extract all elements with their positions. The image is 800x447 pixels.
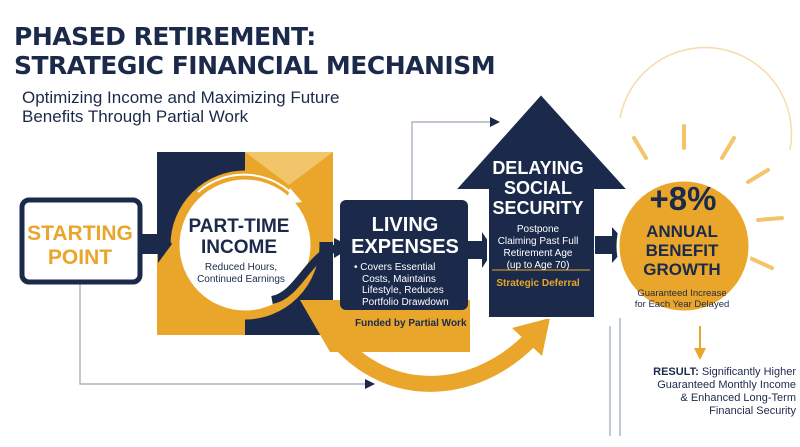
page-title: PHASED RETIREMENT: STRATEGIC FINANCIAL M… xyxy=(14,22,496,80)
living-expenses-title: LIVING EXPENSES xyxy=(345,214,465,258)
result-line-3: & Enhanced Long-Term xyxy=(680,392,796,404)
title-line-1: PHASED RETIREMENT: xyxy=(14,22,316,51)
part-time-title: PART-TIME INCOME xyxy=(180,216,298,258)
part-time-title-line-1: PART-TIME xyxy=(188,216,290,237)
growth-title-line-1: ANNUAL xyxy=(646,222,718,241)
starting-point-label: STARTING POINT xyxy=(20,222,140,270)
living-expenses-box xyxy=(340,200,468,310)
start-line-1: STARTING xyxy=(27,222,133,245)
growth-circle xyxy=(616,178,752,314)
ss-desc-line-4: (up to Age 70) xyxy=(506,260,570,271)
ss-desc-line-2: Claiming Past Full xyxy=(497,236,579,247)
subtitle-line-2: Benefits Through Partial Work xyxy=(22,107,249,126)
living-expenses-description: • Covers Essential Costs, Maintains Life… xyxy=(354,262,466,308)
start-line-2: POINT xyxy=(47,246,113,269)
growth-percent: +8% xyxy=(649,180,717,217)
result-line-4: Financial Security xyxy=(709,405,796,417)
ss-title-line-2: SOCIAL xyxy=(503,178,572,198)
ss-title-line-3: SECURITY xyxy=(492,198,584,218)
result-label: RESULT: xyxy=(653,366,699,378)
top-connector-arrowhead xyxy=(490,117,500,127)
curved-arrow xyxy=(323,325,536,392)
social-security-arrow xyxy=(452,92,631,319)
start-arrow xyxy=(140,225,172,263)
expenses-desc-line-2: Costs, Maintains xyxy=(362,273,436,285)
result-text: RESULT: Significantly Higher Guaranteed … xyxy=(600,366,796,418)
result-line-1-text: Significantly Higher xyxy=(701,366,796,378)
result-line-1: RESULT: Significantly Higher xyxy=(600,366,796,379)
social-security-description: Postpone Claiming Past Full Retirement A… xyxy=(486,224,590,272)
part-time-desc-line-2: Continued Earnings xyxy=(197,274,285,285)
sunburst-arc xyxy=(619,46,793,151)
ss-title-line-1: DELAYING xyxy=(492,158,584,178)
bottom-connector-arrowhead xyxy=(365,379,375,389)
growth-title-line-2: BENEFIT xyxy=(645,241,719,260)
circle-highlight-arc xyxy=(197,173,299,201)
growth-desc-line-2: for Each Year Delayed xyxy=(634,299,730,310)
circle-arrowhead xyxy=(286,188,302,204)
curved-arrowhead xyxy=(512,318,550,356)
growth-title-line-3: GROWTH xyxy=(643,260,721,279)
growth-description: Guaranteed Increase for Each Year Delaye… xyxy=(634,288,730,310)
part-time-title-line-2: INCOME xyxy=(201,237,277,258)
social-security-title: DELAYING SOCIAL SECURITY xyxy=(478,158,598,218)
title-line-2: STRATEGIC FINANCIAL MECHANISM xyxy=(14,51,496,80)
subtitle-line-1: Optimizing Income and Maximizing Future xyxy=(22,88,340,107)
ss-desc-line-1: Postpone xyxy=(516,224,560,235)
top-connector-line xyxy=(411,121,490,200)
expenses-desc-line-1: • Covers Essential xyxy=(354,262,436,273)
result-arrowhead xyxy=(694,348,706,360)
result-line-2: Guaranteed Monthly Income xyxy=(657,379,796,391)
sunburst-rays xyxy=(632,124,784,270)
expenses-desc-line-3: Lifestyle, Reduces xyxy=(362,285,444,296)
expenses-desc-line-4: Portfolio Drawdown xyxy=(362,296,449,308)
expenses-title-line-1: LIVING xyxy=(371,214,439,236)
ss-desc-line-3: Retirement Age xyxy=(503,248,573,259)
swoosh-arrow xyxy=(270,244,341,304)
funded-by-label: Funded by Partial Work xyxy=(355,318,467,329)
strategic-deferral-label: Strategic Deferral xyxy=(496,278,580,289)
part-time-desc-line-1: Reduced Hours, xyxy=(204,262,278,273)
growth-desc-line-1: Guaranteed Increase xyxy=(637,288,727,299)
growth-title: ANNUAL BENEFIT GROWTH xyxy=(626,222,738,279)
expenses-title-line-2: EXPENSES xyxy=(351,236,459,258)
part-time-description: Reduced Hours, Continued Earnings xyxy=(186,262,296,286)
page-subtitle: Optimizing Income and Maximizing Future … xyxy=(22,88,339,126)
